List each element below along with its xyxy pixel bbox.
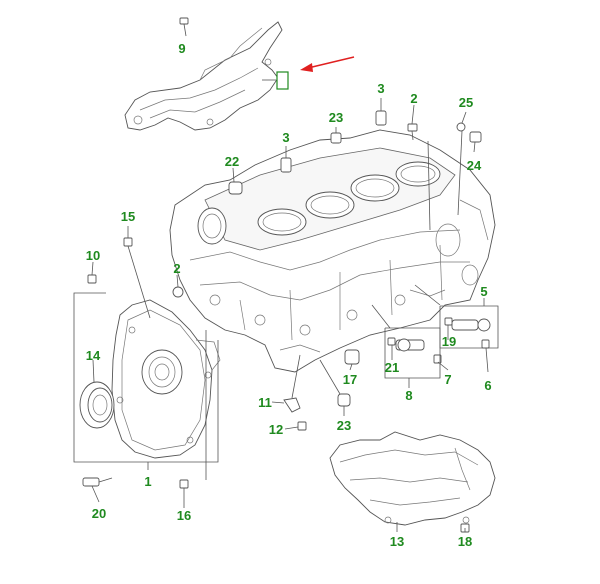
callout-9: 9 xyxy=(178,41,185,56)
highlighted-part xyxy=(262,71,289,90)
callout-2: 2 xyxy=(173,261,180,276)
callout-23: 23 xyxy=(337,418,351,433)
callout-21: 21 xyxy=(385,360,399,375)
callout-25: 25 xyxy=(459,95,473,110)
upper-heat-shield xyxy=(124,21,283,131)
callout-14: 14 xyxy=(86,348,101,363)
callout-18: 18 xyxy=(458,534,472,549)
callout-7: 7 xyxy=(444,372,451,387)
callout-labels: 9 3 2 23 25 24 3 22 15 10 2 5 14 19 21 1… xyxy=(86,41,492,549)
callout-5: 5 xyxy=(480,284,487,299)
callout-3: 3 xyxy=(282,130,289,145)
lower-heat-shield xyxy=(329,431,496,526)
pointer-arrow xyxy=(300,56,355,72)
callout-15: 15 xyxy=(121,209,135,224)
callout-23: 23 xyxy=(329,110,343,125)
callout-3: 3 xyxy=(377,81,384,96)
callout-24: 24 xyxy=(467,158,482,173)
crank-seal xyxy=(79,381,115,429)
callout-8: 8 xyxy=(405,388,412,403)
small-parts xyxy=(82,17,491,533)
callout-10: 10 xyxy=(86,248,100,263)
callout-19: 19 xyxy=(442,334,456,349)
callout-2: 2 xyxy=(410,91,417,106)
callout-12: 12 xyxy=(269,422,283,437)
leader-lines xyxy=(73,98,499,532)
callout-11: 11 xyxy=(258,395,272,410)
timing-cover xyxy=(111,299,221,459)
callout-16: 16 xyxy=(177,508,191,523)
callout-17: 17 xyxy=(343,372,357,387)
callout-22: 22 xyxy=(225,154,239,169)
callout-13: 13 xyxy=(390,534,404,549)
callout-1: 1 xyxy=(144,474,151,489)
engine-block xyxy=(169,129,496,373)
callout-6: 6 xyxy=(484,378,491,393)
callout-20: 20 xyxy=(92,506,106,521)
